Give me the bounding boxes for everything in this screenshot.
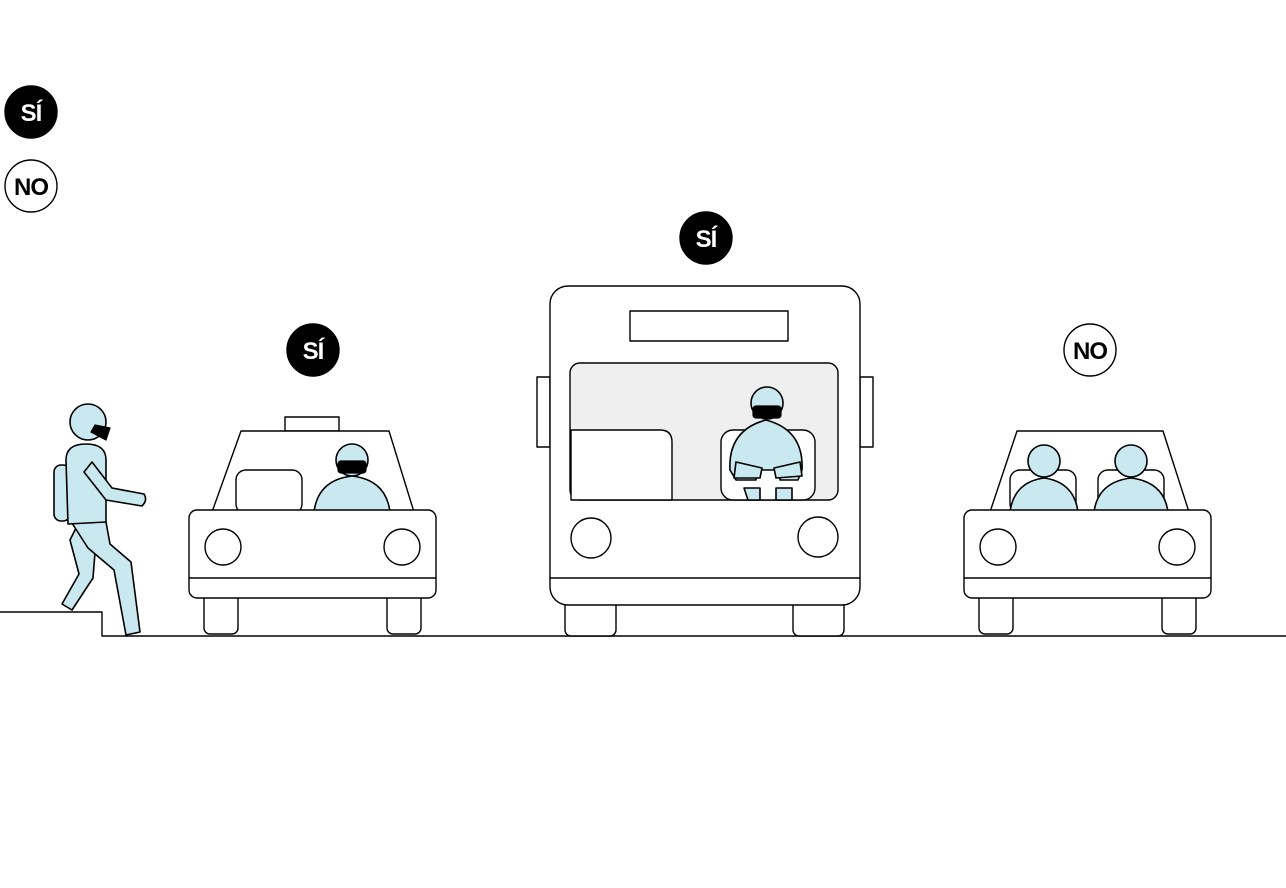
legend: SÍ NO [4, 85, 58, 213]
taxi-roof-sign [284, 416, 340, 432]
car-occupant-right [1093, 444, 1169, 513]
pedestrian-figure [53, 403, 147, 636]
legend-no-badge: NO [4, 159, 58, 213]
ground-line [0, 611, 1286, 637]
private-car-verdict-label: NO [1073, 338, 1107, 365]
taxi: SÍ [188, 323, 437, 635]
pedestrian-mask-icon [90, 424, 111, 441]
bus-driver-figure [729, 386, 803, 501]
legend-no-label: NO [14, 174, 48, 201]
legend-yes-label: SÍ [21, 99, 44, 127]
bus-destination-sign [629, 310, 789, 342]
private-car-verdict-badge: NO [1063, 323, 1117, 377]
taxi-verdict-badge: SÍ [286, 323, 340, 377]
taxi-driver-figure [313, 443, 391, 513]
taxi-verdict-label: SÍ [303, 337, 326, 365]
taxi-driver-mask-icon [337, 460, 367, 474]
legend-yes-badge: SÍ [4, 85, 58, 139]
bus-verdict-badge: SÍ [679, 211, 733, 265]
bus-driver-mask-icon [752, 405, 782, 419]
bus: SÍ [536, 211, 874, 637]
bus-verdict-label: SÍ [696, 225, 719, 253]
private-car: NO [963, 323, 1212, 635]
car-occupant-left [1009, 444, 1079, 513]
